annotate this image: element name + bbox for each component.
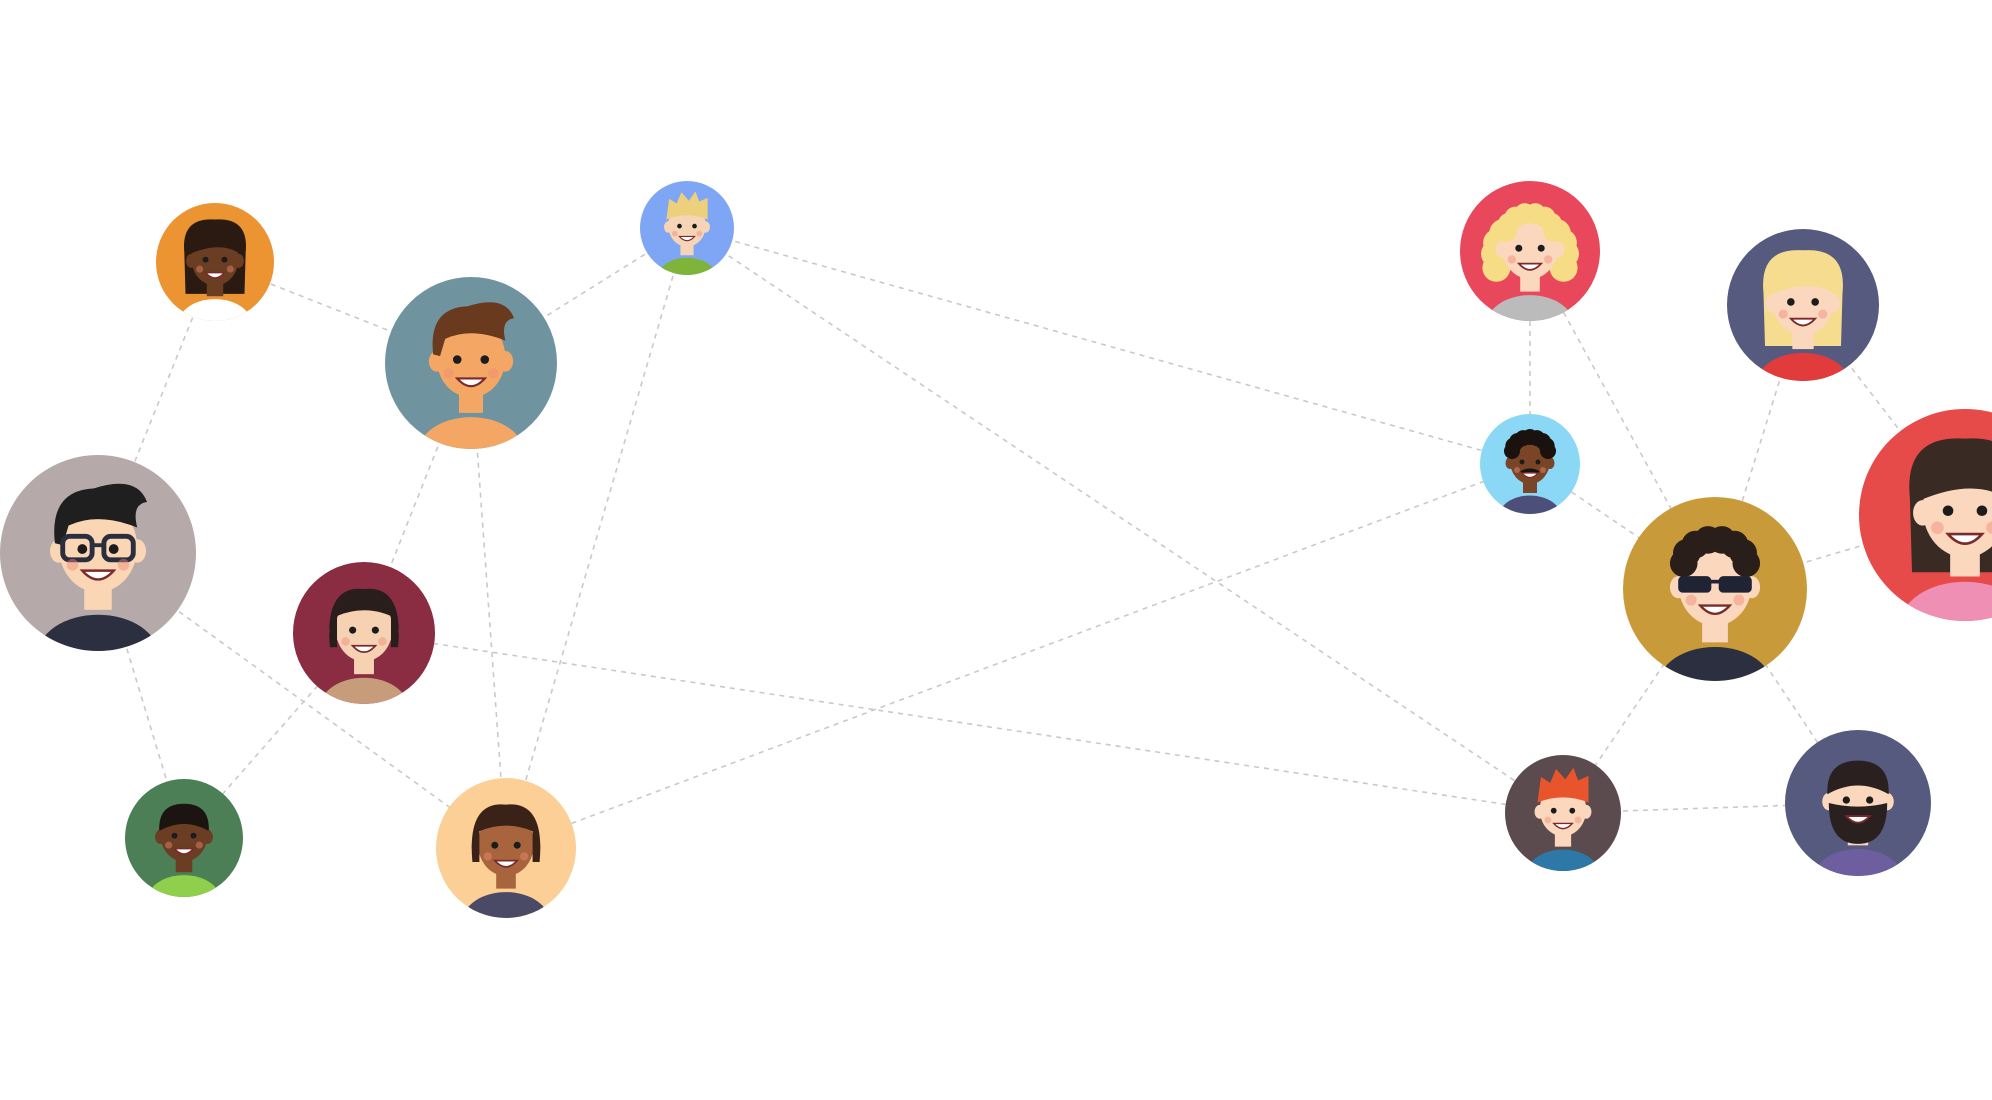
avatar-face-icon bbox=[1527, 767, 1599, 871]
avatar-node[interactable] bbox=[0, 455, 196, 697]
avatar-face-icon bbox=[147, 803, 221, 897]
avatar-node[interactable] bbox=[1480, 414, 1580, 538]
connection-line bbox=[505, 227, 688, 849]
avatar-node[interactable] bbox=[1727, 229, 1879, 417]
avatar-node[interactable] bbox=[1460, 181, 1600, 354]
avatar-node[interactable] bbox=[1785, 730, 1931, 910]
avatar-node[interactable] bbox=[1505, 755, 1621, 898]
avatar-nodes bbox=[0, 181, 1992, 951]
avatar-node[interactable] bbox=[1623, 497, 1807, 724]
avatar-face-icon bbox=[319, 588, 409, 704]
avatar-node[interactable] bbox=[436, 778, 576, 951]
avatar-node[interactable] bbox=[640, 181, 734, 297]
avatar-face-icon bbox=[462, 804, 550, 918]
avatar-face-icon bbox=[1755, 250, 1851, 381]
connection-line bbox=[686, 227, 1531, 465]
connection-line bbox=[363, 632, 1564, 814]
avatar-face-icon bbox=[657, 191, 717, 275]
avatar-node[interactable] bbox=[385, 277, 557, 489]
avatar-node[interactable] bbox=[156, 203, 274, 349]
avatar-face-icon bbox=[1812, 760, 1904, 876]
connection-line bbox=[1529, 463, 1716, 590]
avatar-face-icon bbox=[417, 302, 525, 449]
avatar-face-icon bbox=[1499, 429, 1561, 514]
avatar-face-icon bbox=[178, 219, 252, 321]
avatar-face-icon bbox=[1657, 526, 1773, 681]
avatar-face-icon bbox=[37, 483, 159, 651]
avatar-node[interactable] bbox=[1859, 409, 1992, 671]
avatar-node[interactable] bbox=[125, 779, 243, 925]
connection-line bbox=[505, 463, 1531, 849]
avatar-face-icon bbox=[1899, 438, 1992, 621]
avatar-node[interactable] bbox=[293, 562, 435, 737]
connection-line bbox=[686, 227, 1564, 814]
avatar-face-icon bbox=[1481, 203, 1579, 321]
